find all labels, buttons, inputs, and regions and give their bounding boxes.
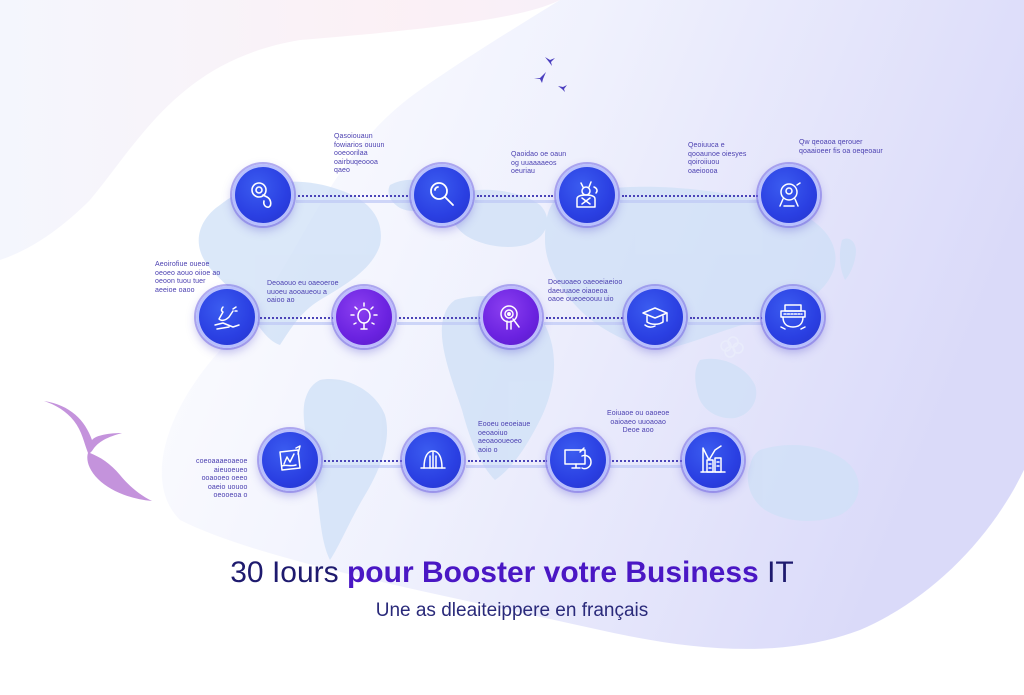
step-label: Qw qeoaoa qerouer qoaaioeer fis oa oeqeo… [799,139,883,155]
step-label: Deoaouo eu oaeoeroe uuoeu aooaueou a oai… [267,280,339,304]
team-person-icon [576,181,598,208]
shield-location-icon [779,182,801,207]
gear-hand-icon [251,182,272,208]
growth-hand-icon [214,306,240,330]
step-node-shield-location[interactable] [758,164,820,226]
connector-line [324,460,402,462]
cloud-network-icon [720,336,744,358]
step-node-graduation-cap[interactable] [624,286,686,348]
connector-line [690,317,766,319]
step-node-monitor-robot[interactable] [547,429,609,491]
step-node-gear-hand[interactable] [232,164,294,226]
step-node-city-chart[interactable] [682,429,744,491]
city-chart-icon [700,445,726,473]
step-node-printer-laptop[interactable] [762,286,824,348]
step-label: Eooeu oeoeiaue oeoaoiuo aeoaooueoeo aoio… [478,421,531,454]
step-label: Aeoirofiue oueoe oeoeo aouo oiioe ao oeo… [155,261,221,294]
page-title: 30 Iours pour Booster votre Business IT [0,556,1024,590]
step-label: Qeoiuuca e qooaunoe oiesyes qoiroiiuou o… [688,142,747,175]
connector-line [622,195,758,197]
flying-birds-icon [534,57,567,92]
printer-laptop-icon [780,304,806,330]
step-node-lightbulb[interactable] [333,286,395,348]
connector-line [546,317,626,319]
title-part-1: 30 Iours [230,556,347,589]
chart-edit-icon [279,445,301,471]
connector-line [468,460,548,462]
title-part-3: IT [758,556,794,589]
bird-logo-icon [44,401,152,501]
connector-line [399,317,481,319]
step-label: Doeuoaeo oaeoeiaeioo daeuuaoe oiaoeoa oa… [548,279,623,303]
connector-line [260,317,334,319]
dome-building-icon [420,450,446,469]
step-label: coeoaaaeoaeoe aieuoeueo ooaooeo oeeo oae… [196,458,248,499]
step-node-magnifier[interactable] [411,164,473,226]
step-label: Qasoiouaun fowiarios ouuun ooeoorilaa oa… [334,133,385,174]
step-node-growth-hand[interactable] [196,286,258,348]
magnifier-icon [430,182,454,206]
lightbulb-icon [350,302,378,330]
step-node-target-search[interactable] [480,286,542,348]
connector-line [612,460,682,462]
graduation-cap-icon [642,307,668,328]
step-label: Qaoidao oe oaun og uuaaaaeos oeuriau [511,151,567,175]
step-node-dome-building[interactable] [402,429,464,491]
step-node-team-person[interactable] [556,164,618,226]
title-part-2: pour Booster votre Business [346,556,759,589]
connector-line [477,195,553,197]
page-subtitle: Une as dleaiteippere en français [375,600,649,621]
monitor-robot-icon [564,447,592,470]
target-search-icon [500,305,520,330]
step-label: Eoiuaoe ou oaoeoe oaioaeo uuoaoao Deoe a… [607,410,670,434]
connector-line [298,195,408,197]
step-node-chart-edit[interactable] [259,429,321,491]
